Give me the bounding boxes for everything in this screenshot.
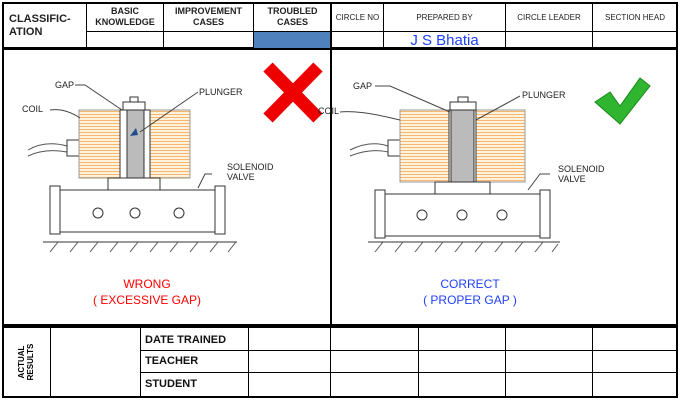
coil-label: COIL (318, 106, 339, 116)
correct-title: CORRECT (440, 277, 500, 291)
teacher-label: TEACHER (145, 355, 199, 367)
wrong-subtitle: ( EXCESSIVE GAP) (92, 293, 202, 307)
correct-solenoid-diagram: GAP COIL PLUNGER SOLENOID VALVE (318, 77, 651, 253)
valve-label: VALVE (227, 172, 255, 182)
wire (27, 143, 68, 157)
correct-panel (330, 48, 678, 326)
plunger (126, 109, 145, 179)
plunger-label: PLUNGER (199, 87, 243, 97)
plunger-label: PLUNGER (522, 90, 566, 100)
student-label: STUDENT (145, 378, 197, 390)
wrong-solenoid-diagram: GAP COIL PLUNGER SOLENOID VALVE (22, 62, 323, 253)
coil-label: COIL (22, 104, 43, 114)
valve-label: VALVE (558, 174, 586, 184)
connector (66, 139, 80, 157)
header-divider (330, 2, 332, 49)
plunger (450, 109, 475, 183)
gap-label: GAP (353, 81, 372, 91)
gap-label: GAP (55, 80, 74, 90)
diagrams: GAP COIL PLUNGER SOLENOID VALVE GAP COIL… (22, 62, 651, 253)
solenoid-label: SOLENOID (227, 162, 274, 172)
actual-results-label: ACTUAL RESULTS (2, 326, 50, 398)
green-check-icon (594, 77, 651, 125)
correct-subtitle: ( PROPER GAP ) (423, 293, 517, 307)
results-table (2, 326, 678, 398)
red-x-icon (263, 62, 323, 123)
wrong-title: WRONG (123, 277, 171, 291)
solenoid-label: SOLENOID (558, 164, 605, 174)
actual-results-text: ACTUAL RESULTS (17, 343, 35, 381)
date-trained-label: DATE TRAINED (145, 334, 227, 346)
